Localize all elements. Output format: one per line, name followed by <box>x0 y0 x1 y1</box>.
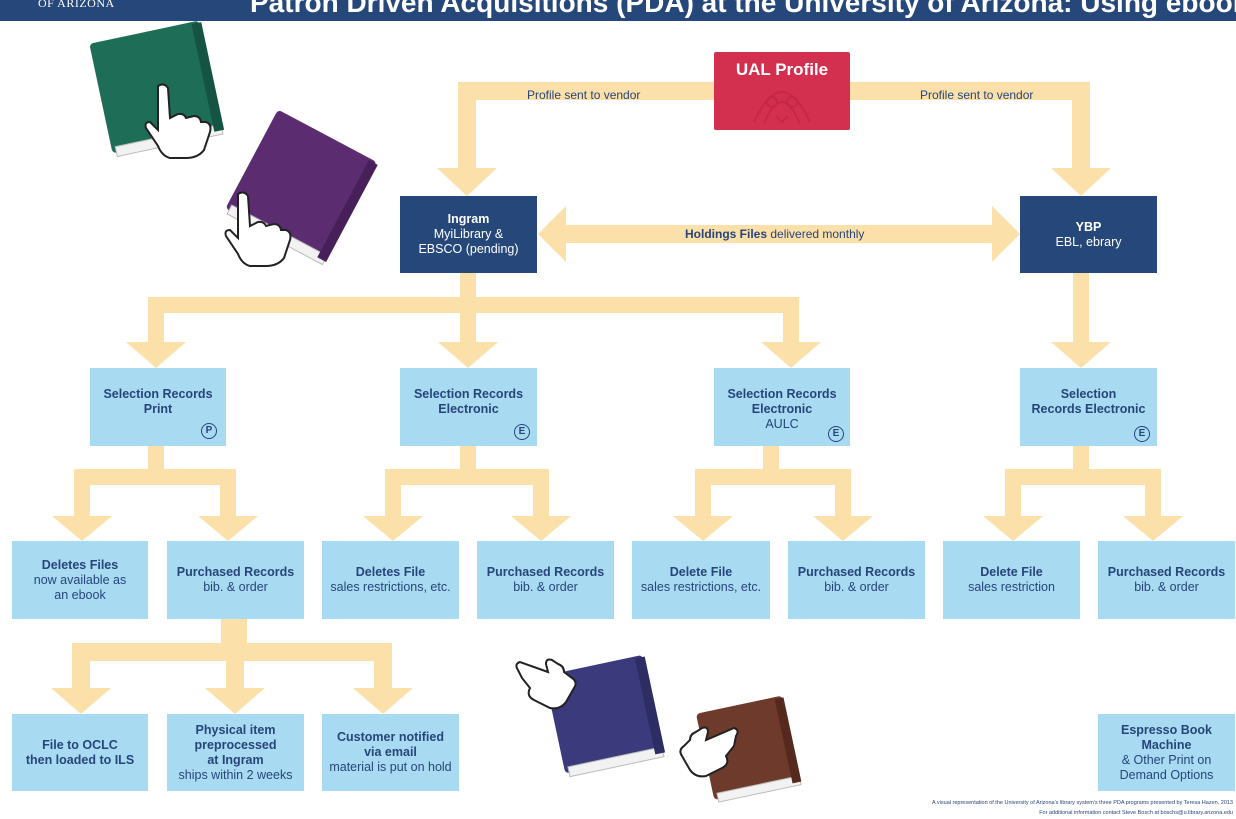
selection-print-line2: Print <box>143 402 173 416</box>
hand-cursor-icon <box>144 83 212 159</box>
espresso-line2: Machine <box>1141 737 1192 752</box>
row4-sub: material is put on hold <box>329 760 452 774</box>
selection-aulc-line1: Selection Records <box>727 387 837 401</box>
selection-aulc-line2: Electronic <box>751 402 813 416</box>
espresso-line1: Espresso Book <box>1120 722 1212 737</box>
selection-ybp-box: Selection Records Electronic E <box>1020 368 1157 446</box>
wildcat-pattern-icon <box>753 91 811 125</box>
selection-print-line1: Selection Records <box>103 387 213 401</box>
espresso-sub1: & Other Print on <box>1121 752 1212 767</box>
file-to-oclc-box: File to OCLC then loaded to ILS <box>12 714 148 791</box>
selection-ybp-line1: Selection <box>1060 387 1117 401</box>
row3-title: Purchased Records <box>486 565 605 579</box>
selection-electronic-line1: Selection Records <box>413 387 524 401</box>
header-bar: OF ARIZONA Patron Driven Acquisitions (P… <box>0 0 1236 21</box>
row4-line2: then loaded to ILS <box>25 752 135 767</box>
espresso-sub2: Demand Options <box>1119 767 1214 782</box>
ingram-sub2: EBSCO (pending) <box>418 242 519 256</box>
row3-title: Purchased Records <box>1107 565 1226 579</box>
deletes-files-print-box: Deletes Files now available as an ebook <box>12 541 148 619</box>
row3-sub1: sales restriction <box>968 580 1055 594</box>
row3-title: Deletes File <box>355 565 426 579</box>
physical-item-box: Physical item preprocessed at Ingram shi… <box>167 714 304 791</box>
ingram-title: Ingram <box>447 212 490 226</box>
page-title: Patron Driven Acquisitions (PDA) at the … <box>250 0 1236 18</box>
selection-print-box: Selection Records Print P <box>90 368 226 446</box>
ingram-sub1: MyiLibrary & <box>433 227 504 241</box>
hand-cursor-icon <box>515 658 577 710</box>
hand-cursor-icon <box>679 726 739 778</box>
row3-title: Delete File <box>980 565 1043 579</box>
delete-file-aulc-box: Delete File sales restrictions, etc. <box>632 541 770 619</box>
purchased-records-print-box: Purchased Records bib. & order <box>167 541 304 619</box>
selection-ybp-line2: Records Electronic <box>1031 402 1146 416</box>
purchased-records-electronic-box: Purchased Records bib. & order <box>477 541 614 619</box>
electronic-badge-icon: E <box>1134 426 1150 442</box>
selection-electronic-line2: Electronic <box>438 402 499 416</box>
edge-label-profile-left: Profile sent to vendor <box>527 88 641 102</box>
row3-sub1: bib. & order <box>824 580 889 594</box>
row3-title: Deletes Files <box>41 557 119 572</box>
deletes-file-electronic-box: Deletes File sales restrictions, etc. <box>322 541 459 619</box>
ual-profile-label: UAL Profile <box>735 60 829 79</box>
row4-line2: preprocessed <box>194 737 277 752</box>
ybp-title: YBP <box>1075 219 1102 234</box>
row3-sub1: now available as <box>33 572 127 587</box>
row3-sub1: sales restrictions, etc. <box>330 580 451 594</box>
ual-profile-box: UAL Profile <box>714 52 850 130</box>
row3-sub1: bib. & order <box>1134 580 1199 594</box>
selection-aulc-line3: AULC <box>765 417 799 431</box>
row4-line1: Customer notified <box>337 730 444 744</box>
holdings-delivered-label: delivered monthly <box>770 227 865 241</box>
row3-sub1: sales restrictions, etc. <box>640 580 762 594</box>
edge-label-holdings: Holdings Files delivered monthly <box>685 227 864 241</box>
ybp-sub1: EBL, ebrary <box>1055 234 1122 249</box>
footer-contact: For additional information contact Steve… <box>1039 810 1233 816</box>
arrow-profile-right <box>850 82 1090 100</box>
row3-sub2: an ebook <box>54 587 106 602</box>
row3-sub1: bib. & order <box>513 580 578 594</box>
holdings-files-label: Holdings Files <box>685 227 768 241</box>
footer-credit: A visual representation of the Universit… <box>932 800 1233 806</box>
edge-label-profile-right: Profile sent to vendor <box>920 88 1034 102</box>
customer-notified-box: Customer notified via email material is … <box>322 714 459 791</box>
delete-file-ybp-box: Delete File sales restriction <box>943 541 1080 619</box>
purchased-records-ybp-box: Purchased Records bib. & order <box>1098 541 1235 619</box>
purchased-records-aulc-box: Purchased Records bib. & order <box>788 541 925 619</box>
book-brown-icon <box>696 696 802 803</box>
row4-line1: Physical item <box>195 722 276 737</box>
arrow-holdings <box>562 225 996 243</box>
row4-line1: File to OCLC <box>42 737 118 752</box>
row3-title: Delete File <box>669 565 733 579</box>
ybp-box: YBP EBL, ebrary <box>1020 196 1157 273</box>
selection-aulc-box: Selection Records Electronic AULC E <box>714 368 850 446</box>
row4-line2: via email <box>364 745 417 759</box>
university-logo: OF ARIZONA <box>38 0 115 10</box>
row3-title: Purchased Records <box>797 565 916 579</box>
row4-line3: at Ingram <box>207 752 264 767</box>
ingram-box: Ingram MyiLibrary & EBSCO (pending) <box>400 196 537 273</box>
row3-title: Purchased Records <box>176 565 295 579</box>
selection-electronic-box: Selection Records Electronic E <box>400 368 537 446</box>
electronic-badge-icon: E <box>828 426 844 442</box>
row4-sub: ships within 2 weeks <box>178 767 293 782</box>
print-badge-icon: P <box>201 423 217 439</box>
hand-cursor-icon <box>224 191 292 267</box>
electronic-badge-icon: E <box>514 424 530 440</box>
row3-sub1: bib. & order <box>203 580 268 594</box>
arrow-profile-left <box>458 82 714 100</box>
espresso-book-machine-box: Espresso Book Machine & Other Print on D… <box>1098 714 1235 791</box>
